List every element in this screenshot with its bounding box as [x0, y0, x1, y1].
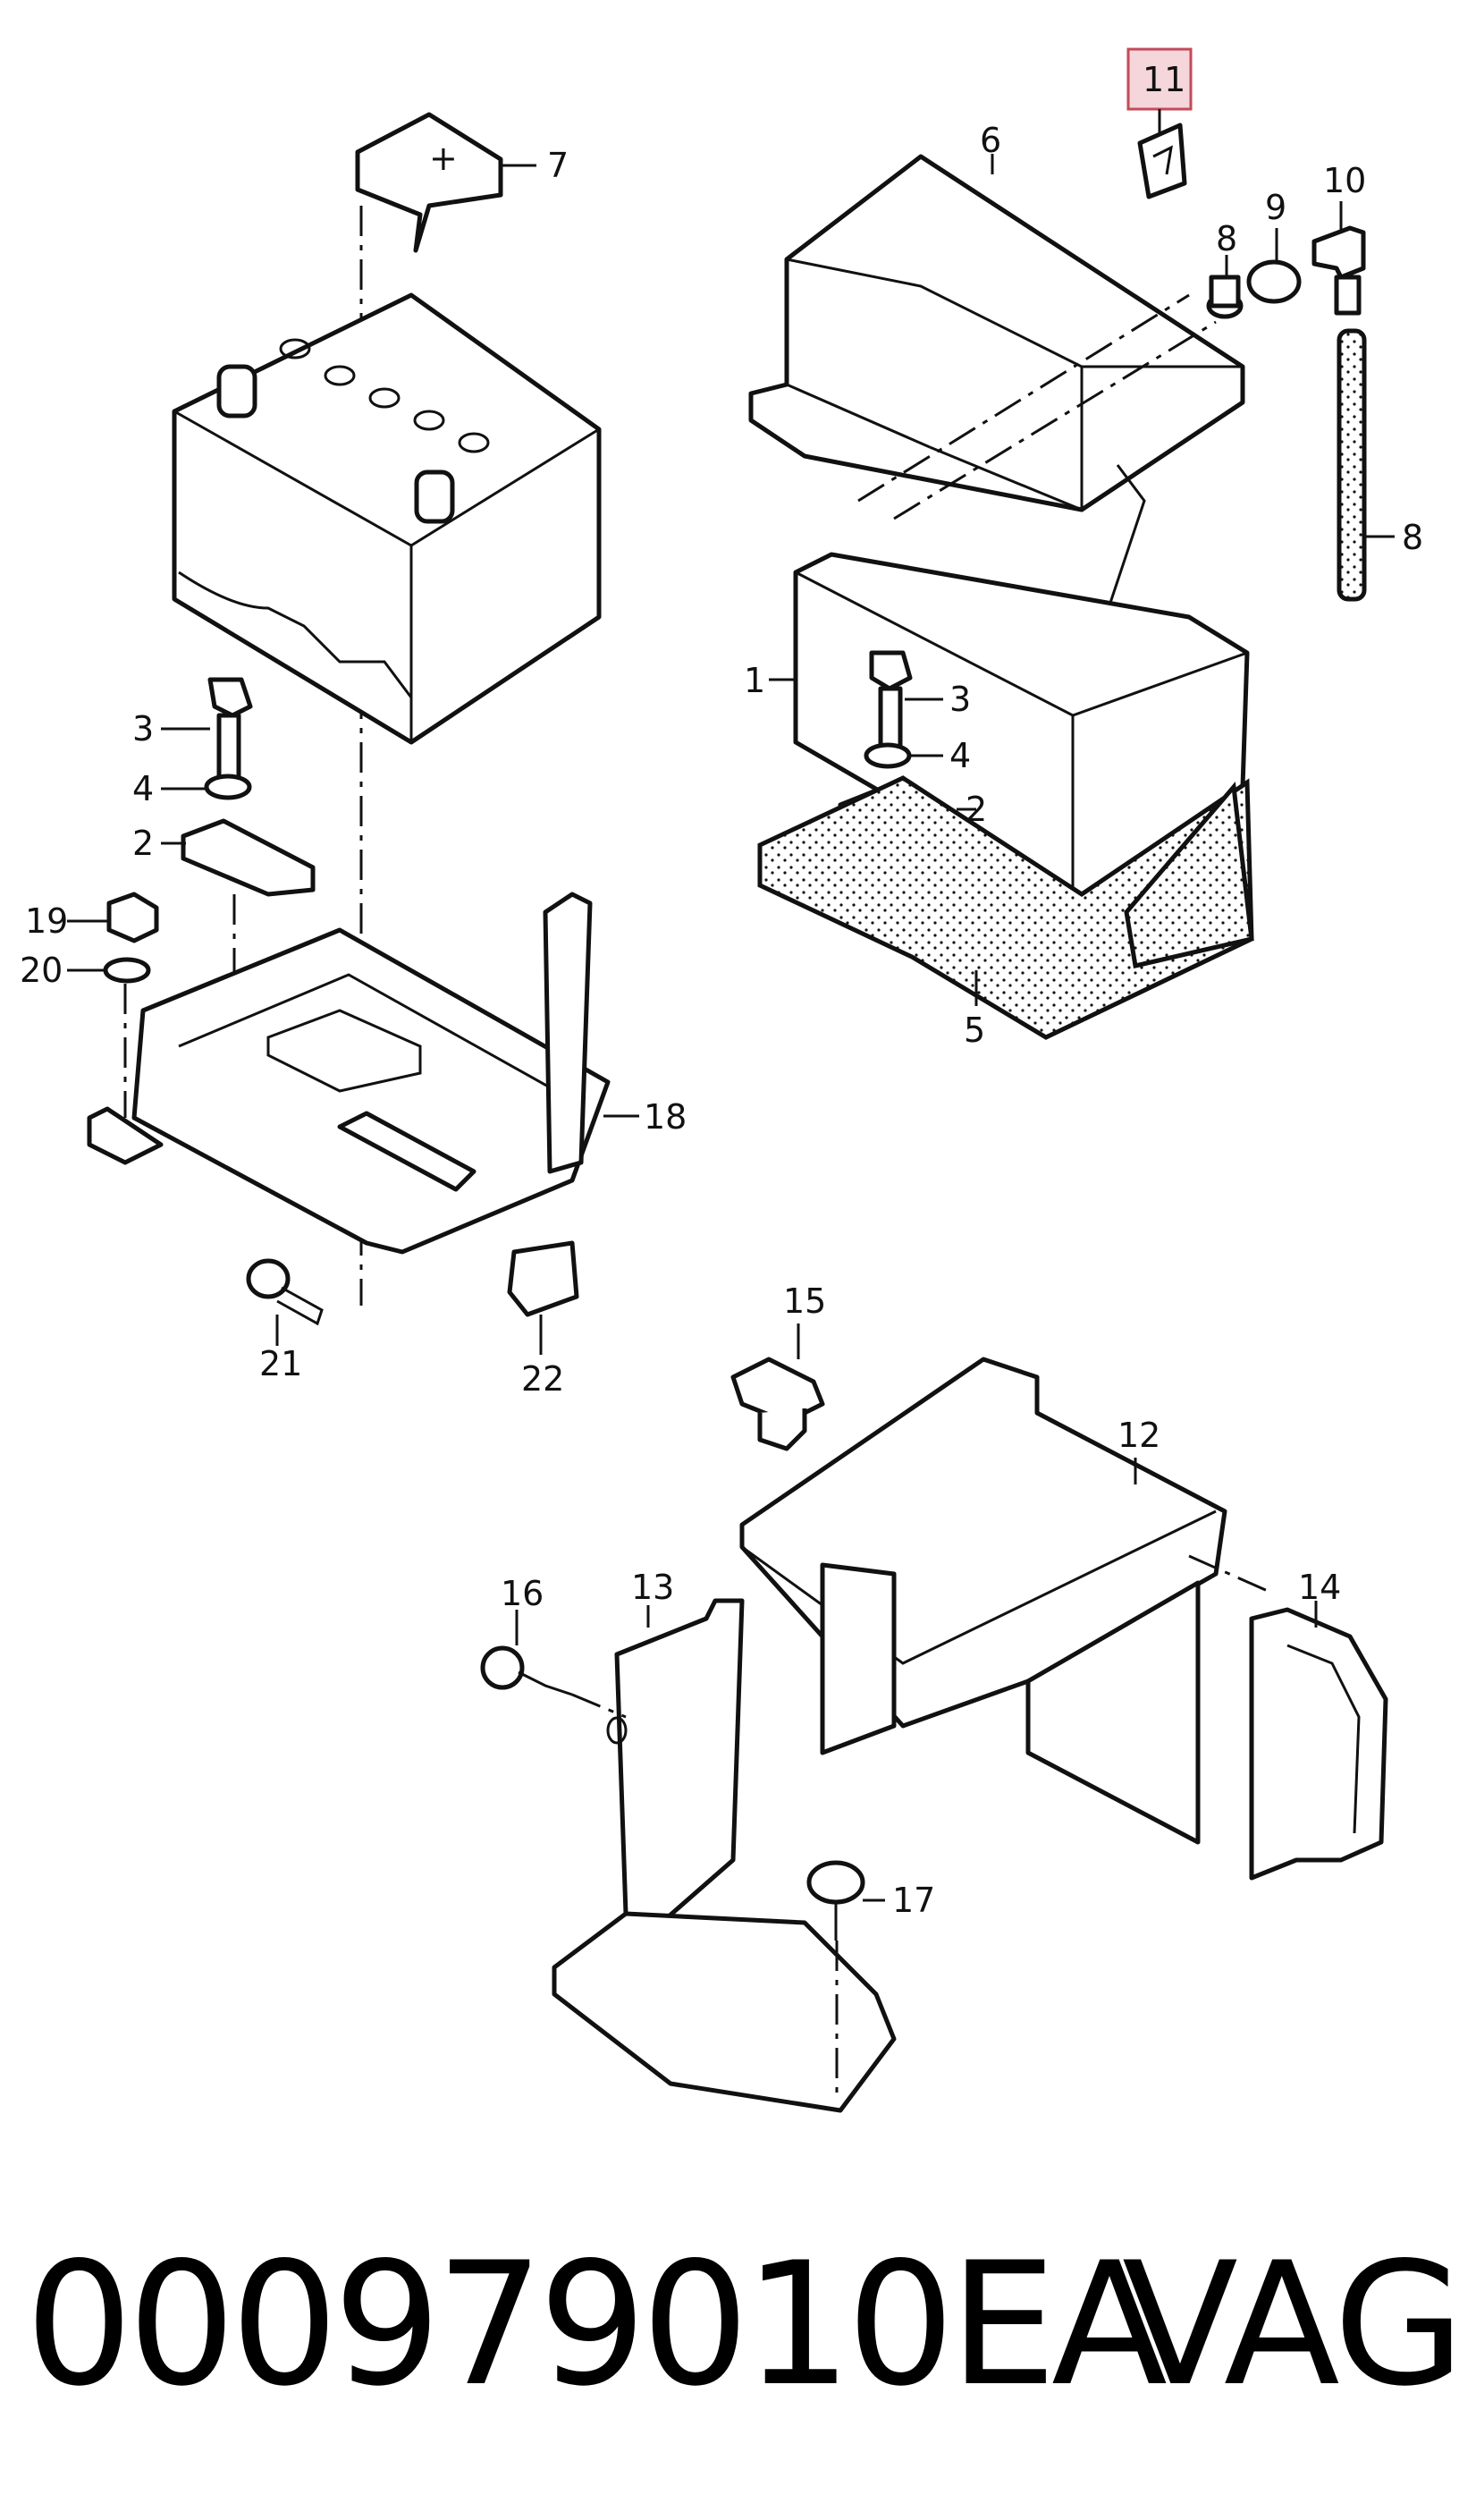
- rivet-17: [806, 1860, 865, 1941]
- callout-14: 14: [1298, 1568, 1341, 1607]
- callout-16: 16: [501, 1574, 544, 1613]
- bracket-left: [181, 818, 316, 897]
- washer-nut: [103, 957, 151, 984]
- side-panel-13: [552, 1598, 897, 2113]
- leader-lines: [67, 109, 1395, 1902]
- svg-text:+: +: [429, 139, 458, 178]
- callout-9: 9: [1265, 188, 1286, 227]
- callout-2-right: 2: [966, 790, 987, 829]
- callout-8-bottom: 8: [1402, 518, 1423, 557]
- bolt-left: [207, 677, 253, 781]
- battery-left: [172, 292, 602, 745]
- footer: 000979010EA VAG: [0, 2209, 1459, 2441]
- grommet-9: [1246, 259, 1302, 304]
- part-number: 000979010EA: [25, 2226, 1168, 2423]
- battery-tray: [87, 892, 611, 1255]
- side-bracket-14: [1249, 1607, 1388, 1881]
- clip-15: [730, 1357, 825, 1451]
- callout-11: 11: [1143, 60, 1185, 99]
- callout-15: 15: [783, 1281, 826, 1321]
- elbow-10: [1311, 225, 1366, 316]
- washer-left: [204, 774, 252, 800]
- hold-down-clamp: +: [355, 112, 503, 253]
- callout-6: 6: [980, 121, 1001, 160]
- clip-22: [507, 1240, 579, 1317]
- callout-8-top: 8: [1216, 219, 1237, 258]
- callout-2-left: 2: [132, 824, 154, 863]
- insulation-mat: [757, 775, 1254, 1040]
- nut: [106, 892, 159, 943]
- callout-20: 20: [20, 951, 63, 990]
- bolt-21: [246, 1258, 324, 1326]
- callout-13: 13: [631, 1568, 674, 1607]
- callout-12: 12: [1117, 1416, 1160, 1455]
- callout-18: 18: [644, 1097, 687, 1137]
- tray-clamp: [337, 1111, 476, 1192]
- callout-19: 19: [25, 901, 68, 941]
- battery-right: [793, 552, 1250, 906]
- vent-hose: [1337, 328, 1367, 602]
- callout-3-left: 3: [132, 709, 154, 748]
- washer-right: [864, 742, 912, 769]
- callout-7: 7: [547, 146, 569, 185]
- callout-4-left: 4: [132, 769, 154, 808]
- callout-22: 22: [521, 1359, 564, 1399]
- callout-17: 17: [892, 1881, 935, 1920]
- brand-name: VAG: [1122, 2226, 1459, 2423]
- callout-21: 21: [259, 1344, 302, 1383]
- callout-5: 5: [964, 1011, 985, 1050]
- vent-nipple: [1206, 275, 1244, 319]
- callout-10: 10: [1323, 161, 1366, 200]
- callout-3-right: 3: [949, 680, 971, 719]
- screw-16: [480, 1645, 573, 1696]
- battery-cover: [748, 154, 1245, 610]
- vent-plug-11: [1126, 47, 1193, 199]
- callout-4-right: 4: [949, 736, 971, 775]
- callout-1: 1: [744, 661, 765, 700]
- battery-support-12: [739, 1357, 1227, 1845]
